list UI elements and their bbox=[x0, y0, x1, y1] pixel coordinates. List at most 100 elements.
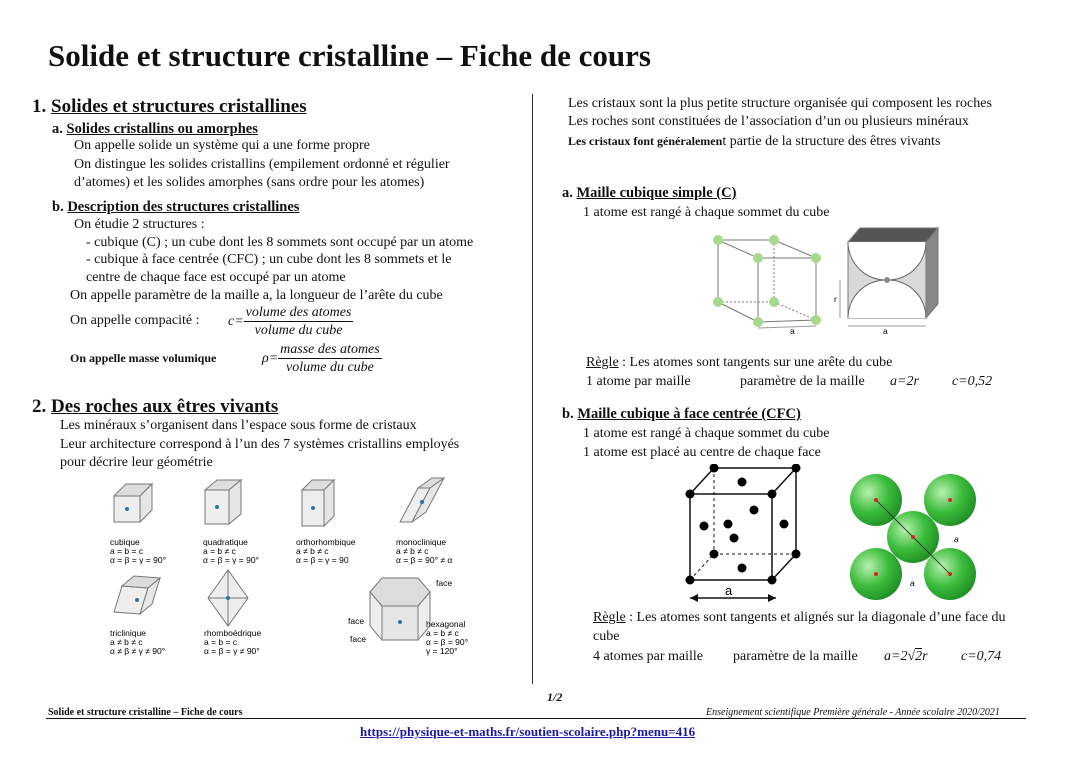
atoms-per-cell: 4 atomes par maille bbox=[593, 649, 704, 664]
monoclinique-cell-drawing bbox=[399, 477, 446, 523]
compacity-value: c=0,74 bbox=[961, 649, 1002, 664]
maille-c-title: Maille cubique simple (C) bbox=[576, 185, 737, 201]
subsection-1b-heading: b. Description des structures cristallin… bbox=[52, 199, 299, 216]
column-divider bbox=[532, 94, 533, 684]
text-line: - cubique (C) ; un cube dont les 8 somme… bbox=[86, 235, 474, 250]
text-line: Les minéraux s’organisent dans l’espace … bbox=[60, 418, 417, 433]
fcc-edge-label: a bbox=[725, 583, 733, 598]
compacite-symbol: c= bbox=[228, 313, 244, 329]
system-name-quadratique: quadratique bbox=[203, 537, 248, 547]
cell-parameter-formula: a=2r bbox=[890, 374, 919, 389]
fcc-figure: a a a bbox=[685, 464, 976, 602]
compacite-fraction: volume des atomes volume du cube bbox=[243, 304, 354, 339]
system-name-triclinique: triclinique bbox=[110, 628, 146, 638]
system-param: a ≠ b ≠ c bbox=[296, 546, 329, 556]
text-line: Leur architecture correspond à l’un des … bbox=[60, 437, 460, 452]
subsection-1a-number: a. bbox=[52, 121, 63, 137]
compacite-numerator: volume des atomes bbox=[243, 305, 354, 322]
rule-label: Règle bbox=[593, 610, 626, 625]
rule-label: Règle bbox=[586, 355, 619, 370]
maille-cfc-title: Maille cubique à face centrée (CFC) bbox=[577, 406, 801, 422]
rule-line-cfc: Règle : Les atomes sont tangents et alig… bbox=[593, 610, 1005, 626]
text-line: On étudie 2 structures : bbox=[74, 217, 205, 232]
quadratique-cell-drawing bbox=[203, 478, 243, 526]
subsection-1b-title: Description des structures cristallines bbox=[67, 199, 300, 215]
system-param: a ≠ b ≠ c bbox=[110, 637, 143, 647]
intro-line: Les cristaux sont la plus petite structu… bbox=[568, 96, 992, 111]
system-name-orthorhombique: orthorhombique bbox=[296, 537, 356, 547]
system-param: a = b = c bbox=[204, 637, 238, 647]
maille-cfc-heading: b. Maille cubique à face centrée (CFC) bbox=[562, 406, 801, 423]
footer-right: Enseignement scientifique Première génér… bbox=[706, 707, 1000, 718]
system-param: a = b ≠ c bbox=[203, 546, 237, 556]
section2-heading: 2. Des roches aux êtres vivants bbox=[32, 396, 278, 418]
masse-numerator: masse des atomes bbox=[278, 342, 382, 359]
rule-line-c: Règle : Les atomes sont tangents sur une… bbox=[586, 355, 892, 371]
text-line: 1 atome est placé au centre de chaque fa… bbox=[583, 445, 821, 460]
compacity-value: c=0,52 bbox=[952, 374, 993, 389]
system-angle: α = β = γ = 90° bbox=[203, 555, 259, 565]
text-line: On appelle solide un système qui a une f… bbox=[74, 138, 370, 153]
maille-c-heading: a. Maille cubique simple (C) bbox=[562, 185, 736, 202]
masse-denominator: volume du cube bbox=[286, 360, 374, 375]
fcc-bottom-label: a bbox=[910, 578, 915, 588]
edge-label: a bbox=[883, 326, 888, 336]
text-line: - cubique à face centrée (CFC) ; un cube… bbox=[86, 252, 452, 267]
edge-label: a bbox=[790, 326, 795, 336]
system-angle: α = β = 90° ≠ α bbox=[396, 555, 452, 565]
triclinique-cell-drawing bbox=[113, 575, 162, 616]
system-param: a = b ≠ c bbox=[426, 628, 460, 638]
system-angle: α ≠ β ≠ γ ≠ 90° bbox=[110, 646, 165, 656]
orthorhombique-cell-drawing bbox=[300, 478, 336, 528]
face-label: face bbox=[350, 634, 366, 644]
face-label: face bbox=[348, 616, 364, 626]
intro-bold: Les cristaux font généralemen bbox=[568, 134, 723, 148]
page-title: Solide et structure cristalline – Fiche … bbox=[48, 38, 651, 73]
text-line: On distingue les solides cristallins (em… bbox=[74, 157, 450, 172]
face-label: face bbox=[436, 578, 452, 588]
masse-fraction: masse des atomes volume du cube bbox=[278, 341, 382, 376]
compacite-formula: c= volume des atomes volume du cube bbox=[228, 304, 354, 339]
text-line: centre de chaque face est occupé par un … bbox=[86, 270, 346, 285]
system-name-rhomboedrique: rhomboédrique bbox=[204, 628, 261, 638]
maille-c-number: a. bbox=[562, 185, 573, 201]
rule-text-cont: cube bbox=[593, 629, 620, 644]
footer-divider bbox=[46, 718, 1026, 719]
atoms-per-cell: 1 atome par maille bbox=[586, 374, 691, 389]
intro-line: Les cristaux font généralement partie de… bbox=[568, 132, 940, 150]
intro-rest: t partie de la structure des êtres vivan… bbox=[722, 134, 941, 149]
system-angle: α = β = γ ≠ 90° bbox=[204, 646, 260, 656]
footer-left: Solide et structure cristalline – Fiche … bbox=[48, 707, 243, 718]
section1-number: 1. bbox=[32, 96, 47, 117]
rule-text: : Les atomes sont tangents et alignés su… bbox=[625, 610, 1006, 625]
cell-parameter-formula: a=2√2r bbox=[884, 648, 928, 664]
compacite-label: On appelle compacité : bbox=[70, 313, 200, 328]
subsection-1a-title: Solides cristallins ou amorphes bbox=[66, 121, 258, 137]
system-angle: α = β = γ = 90 bbox=[296, 555, 349, 565]
formula-radicand: 2 bbox=[915, 648, 923, 664]
section2-title: Des roches aux êtres vivants bbox=[51, 396, 279, 417]
subsection-1a-heading: a. Solides cristallins ou amorphes bbox=[52, 121, 258, 138]
cell-parameter-label: paramètre de la maille bbox=[733, 649, 858, 664]
intro-line: Les roches sont constituées de l’associa… bbox=[568, 114, 969, 129]
section1-title: Solides et structures cristallines bbox=[51, 96, 307, 117]
page-number: 1/2 bbox=[547, 690, 563, 704]
hexagonal-cell-drawing bbox=[369, 577, 431, 642]
formula-prefix: a=2 bbox=[884, 649, 908, 664]
compacite-denominator: volume du cube bbox=[254, 323, 343, 338]
footer-link[interactable]: https://physique-et-maths.fr/soutien-sco… bbox=[360, 724, 696, 739]
rule-text: : Les atomes sont tangents sur une arête… bbox=[618, 355, 893, 370]
system-param: a ≠ b ≠ c bbox=[396, 546, 429, 556]
system-angle: α = β = 90° bbox=[426, 637, 468, 647]
masse-formula: ρ= masse des atomes volume du cube bbox=[262, 341, 382, 376]
simple-cubic-figure: r a a bbox=[713, 226, 940, 336]
text-line: pour décrire leur géométrie bbox=[60, 455, 213, 470]
system-angle: α = β = γ = 90° bbox=[110, 555, 166, 565]
text-line: 1 atome est rangé à chaque sommet du cub… bbox=[583, 426, 830, 441]
system-angle: γ = 120° bbox=[426, 646, 458, 656]
text-line: d’atomes) et les solides amorphes (sans … bbox=[74, 175, 425, 190]
compact-cube-drawing bbox=[846, 226, 940, 320]
fcc-compact-spheres bbox=[850, 474, 976, 600]
fcc-side-label: a bbox=[954, 534, 959, 544]
text-line: 1 atome est rangé à chaque sommet du cub… bbox=[583, 205, 830, 220]
